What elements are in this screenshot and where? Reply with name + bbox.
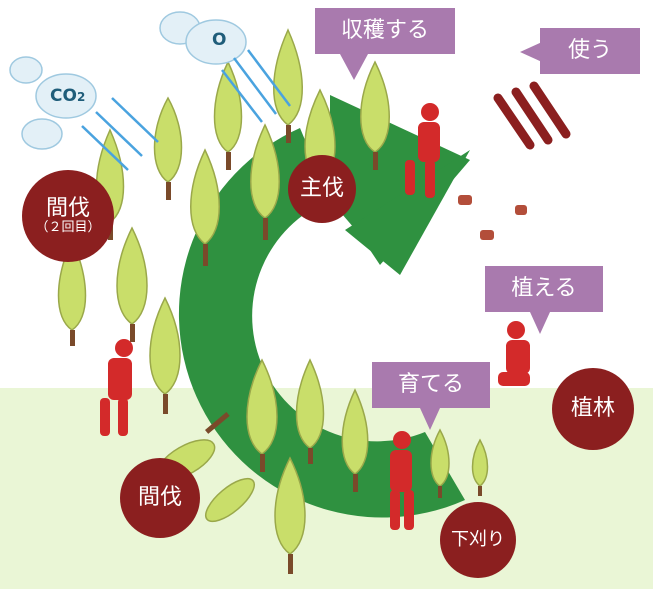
callout-grow-tail xyxy=(420,408,440,430)
tree xyxy=(274,456,306,574)
stage-weeding: 下刈り xyxy=(440,502,516,578)
tree xyxy=(57,238,87,346)
stage-thinning-2-label: 間伐 xyxy=(45,195,90,221)
worker-final-cut xyxy=(405,103,440,198)
callout-grow: 育てる xyxy=(372,362,490,408)
stage-thinning-2-note: （２回目） xyxy=(35,220,101,236)
trees xyxy=(57,28,489,574)
cycle-arrow-head-tip xyxy=(345,150,470,275)
stage-thinning: 間伐 xyxy=(120,458,200,538)
callout-use-tail xyxy=(520,42,542,62)
tree xyxy=(341,388,369,492)
o2-arrows xyxy=(221,49,291,123)
logs-icon xyxy=(493,81,571,150)
tree xyxy=(250,123,280,240)
stage-thinning-2: 間伐 （２回目） xyxy=(22,170,114,262)
fallen-tree xyxy=(205,477,255,523)
tree xyxy=(153,96,183,200)
co2-text: CO xyxy=(50,86,77,106)
worker-weeding xyxy=(390,431,414,530)
stage-final-cut: 主伐 xyxy=(288,155,356,223)
worker-thinning-2 xyxy=(100,339,133,436)
tree xyxy=(430,428,450,498)
worker-planting xyxy=(498,321,530,386)
stage-weeding-label: 下刈り xyxy=(451,528,505,550)
stage-thinning-label: 間伐 xyxy=(137,485,182,511)
callout-harvest-tail xyxy=(340,54,368,80)
clouds xyxy=(9,11,247,150)
tree xyxy=(246,358,278,472)
stumps xyxy=(458,195,527,240)
co2-label: CO2 xyxy=(50,86,85,106)
tree xyxy=(149,296,181,414)
tree xyxy=(190,148,220,266)
tree xyxy=(273,28,303,143)
tree xyxy=(295,358,325,464)
callout-plant-tail xyxy=(530,312,550,334)
o2-label: O xyxy=(212,30,227,50)
tree xyxy=(360,60,390,170)
co2-arrows xyxy=(81,97,159,171)
callout-harvest: 収穫する xyxy=(315,8,455,54)
tree xyxy=(471,438,489,496)
callout-use: 使う xyxy=(540,28,640,74)
stage-planting-label: 植林 xyxy=(570,396,615,422)
stage-final-cut-label: 主伐 xyxy=(299,176,344,202)
stage-planting: 植林 xyxy=(552,368,634,450)
callout-plant: 植える xyxy=(485,266,603,312)
co2-subscript: 2 xyxy=(76,90,86,104)
tree xyxy=(116,226,148,342)
